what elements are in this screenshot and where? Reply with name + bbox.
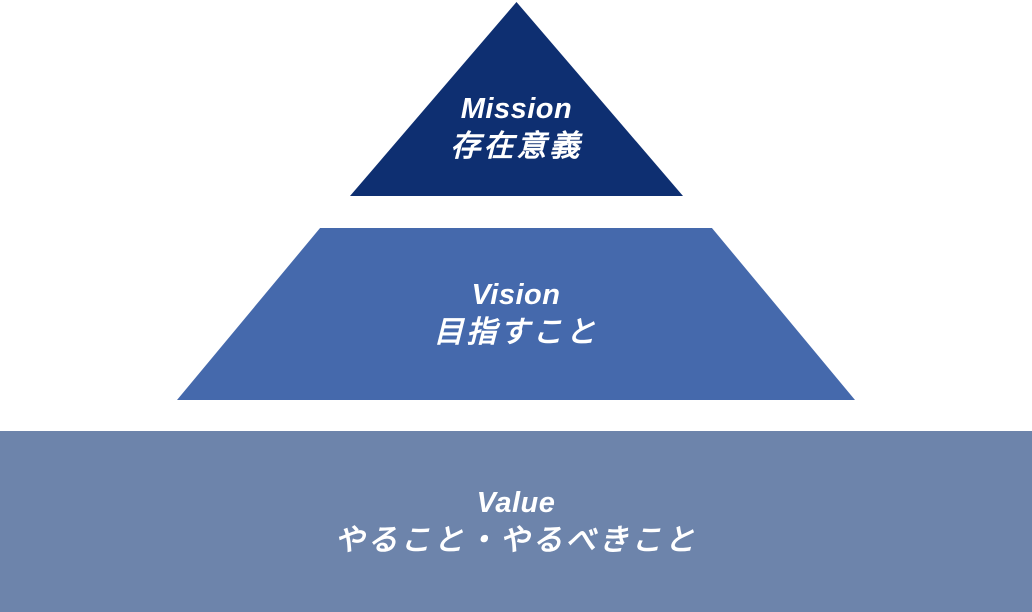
pyramid-layer-mission: Mission 存在意義 (350, 1, 683, 196)
pyramid-layer-vision: Vision 目指すこと (177, 228, 855, 400)
vision-label-ja: 目指すこと (433, 316, 599, 349)
value-label-en: Value (476, 486, 556, 519)
value-label-ja: やること・やるべきこと (334, 523, 698, 557)
vision-label-en: Vision (471, 279, 561, 311)
mission-label-ja: 存在意義 (450, 130, 583, 163)
pyramid-layer-value: Value やること・やるべきこと (0, 431, 1032, 612)
mission-label-en: Mission (460, 93, 573, 125)
